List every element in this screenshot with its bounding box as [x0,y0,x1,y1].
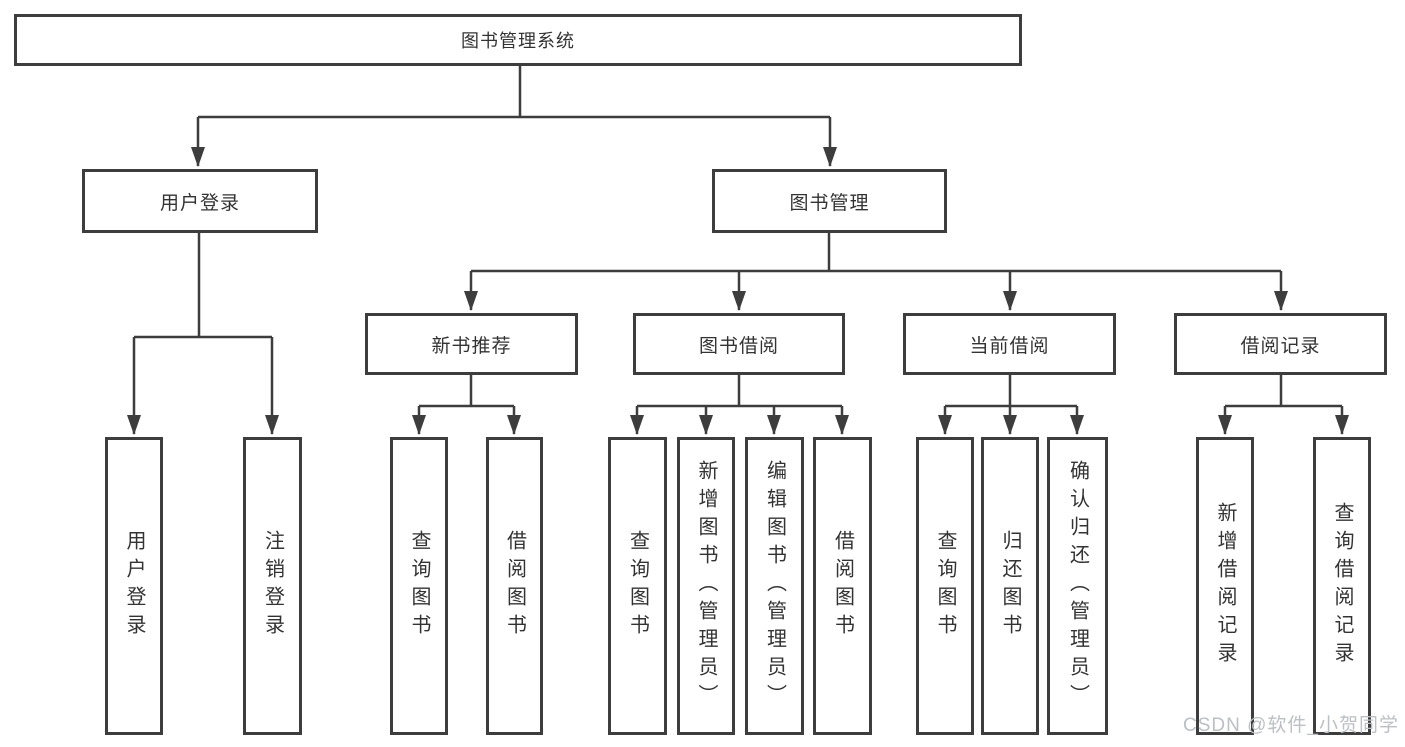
node-label: 用户登录 [159,192,240,214]
node-leaf-borrow-books: 借阅图书 [813,437,872,735]
connector-book-borrowing-elbow [637,375,842,408]
node-leaf-query-books-current: 查询图书 [916,437,974,735]
node-label: 确认归还（管理员） [1066,460,1089,712]
node-label: 借阅图书 [503,530,526,642]
node-label: 归还图书 [999,530,1021,642]
node-label: 图书管理系统 [461,31,575,51]
node-leaf-edit-book-admin: 编辑图书（管理员） [745,437,804,735]
node-label: 注销登录 [261,530,284,642]
node-leaf-user-login: 用户登录 [105,437,163,735]
node-leaf-return-books: 归还图书 [981,437,1039,735]
node-book-borrowing: 图书借阅 [633,313,845,375]
node-label: 图书借阅 [698,335,779,357]
connector-root-elbow [198,66,830,119]
node-label: 用户登录 [123,530,145,642]
node-user-login: 用户登录 [82,169,318,233]
watermark-text: CSDN @软件_小贺同学 [1183,715,1399,736]
node-new-book-recommendation: 新书推荐 [365,313,578,375]
node-book-management: 图书管理 [712,169,947,233]
node-borrowing-records: 借阅记录 [1174,313,1387,375]
node-label: 新书推荐 [431,335,512,357]
node-library-management-system: 图书管理系统 [14,14,1022,66]
connector-book-management-elbow [471,233,1281,273]
node-label: 查询图书 [408,530,430,642]
node-leaf-add-borrow-record: 新增借阅记录 [1196,437,1254,735]
connector-new-book-recommendation-elbow [419,375,514,408]
node-leaf-borrow-books-recommendation: 借阅图书 [486,437,543,735]
node-label: 查询图书 [626,530,649,642]
node-label: 当前借阅 [969,335,1050,357]
node-label: 借阅记录 [1240,335,1321,357]
node-leaf-query-books-borrowing: 查询图书 [608,437,667,735]
connector-current-borrowing-elbow [945,375,1077,408]
node-current-borrowing: 当前借阅 [903,313,1116,375]
node-leaf-add-book-admin: 新增图书（管理员） [677,437,735,735]
connector-borrowing-records-elbow [1225,375,1342,408]
node-label: 新增图书（管理员） [695,460,717,712]
node-leaf-confirm-return-admin: 确认归还（管理员） [1047,437,1108,735]
node-label: 编辑图书（管理员） [763,460,786,712]
node-label: 查询图书 [934,530,956,642]
node-label: 查询借阅记录 [1331,502,1353,670]
connector-user-login-elbow [134,233,272,339]
node-leaf-query-borrow-record: 查询借阅记录 [1313,437,1371,735]
node-leaf-logout: 注销登录 [243,437,302,735]
node-label: 新增借阅记录 [1214,502,1236,670]
node-label: 借阅图书 [831,530,854,642]
node-leaf-query-books-recommendation: 查询图书 [390,437,448,735]
node-label: 图书管理 [789,192,870,214]
